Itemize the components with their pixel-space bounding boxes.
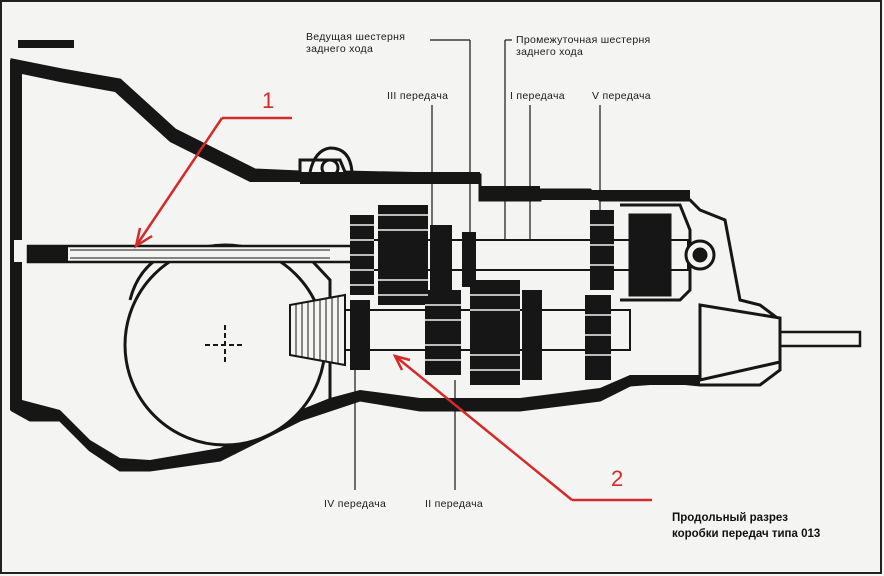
lifting-eye <box>308 146 354 178</box>
output-shaft <box>289 303 862 382</box>
label-gear-5: V передача <box>592 90 651 102</box>
label-reverse-drive-gear-line2: заднего хода <box>306 43 374 55</box>
label-gear-2: II передача <box>425 498 484 510</box>
label-reverse-drive-gear-line1: Ведущая шестерня <box>306 31 406 43</box>
caption-line1: Продольный разрез <box>672 512 789 524</box>
leader-lines <box>354 39 601 490</box>
annotation-number-2: 2 <box>611 466 624 491</box>
corner-mark <box>18 40 74 48</box>
pinion-gear <box>289 293 346 367</box>
annotation-number-1: 1 <box>262 88 275 113</box>
gear-teeth <box>350 214 614 371</box>
gear-blocks <box>350 205 614 385</box>
label-reverse-idler-gear-line2: заднего хода <box>516 46 584 58</box>
housing-hatching <box>12 60 700 470</box>
label-gear-1: I передача <box>510 90 565 102</box>
annotation-arrow-2 <box>392 354 652 502</box>
rear-housing <box>620 203 716 302</box>
label-reverse-idler-gear-line1: Промежуточная шестерня <box>516 34 651 46</box>
caption-line2: коробки передач типа 013 <box>672 528 821 540</box>
label-gear-4: IV передача <box>324 498 387 510</box>
label-gear-3: III передача <box>387 90 449 102</box>
annotation-arrow-1 <box>134 116 292 249</box>
